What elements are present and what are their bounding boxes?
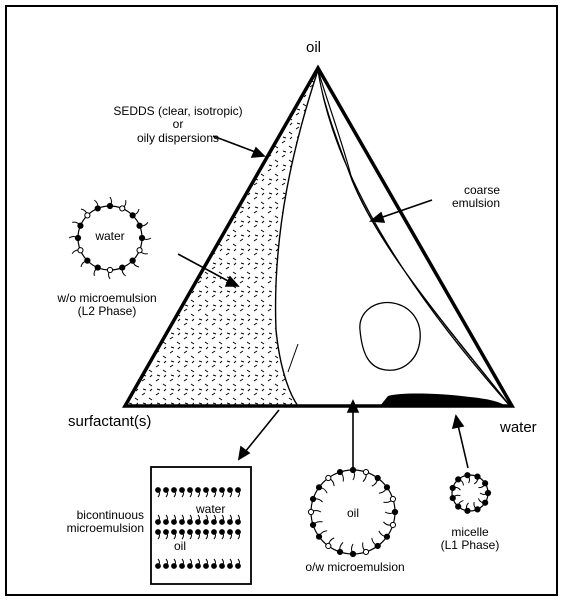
ternary-triangle — [121, 64, 516, 408]
figure-frame — [5, 5, 558, 596]
bicontinuous-label-line-1: bicontinuous — [76, 508, 144, 522]
arrow-sedds — [212, 135, 259, 154]
bicontinuous-layers — [155, 487, 241, 569]
sedds-label: SEDDS (clear, isotropic) or oily dispers… — [98, 104, 258, 145]
bicontinuous-tie-line — [287, 343, 299, 373]
arrow-ow-head — [346, 399, 360, 413]
bicontinuous-water-label: water — [196, 502, 226, 516]
arrow-coarse-head — [368, 211, 386, 223]
bilayer-row — [155, 529, 241, 540]
vertex-label-water: water — [500, 419, 537, 436]
ow-microemulsion-label: o/w microemulsion — [305, 560, 405, 574]
sedds-label-line-3: oily dispersions — [136, 130, 220, 145]
wo-microemulsion-label: w/o microemulsion (L2 Phase) — [42, 291, 172, 319]
arrow-wo-head — [224, 275, 240, 287]
arrow-bicontinuous-head — [237, 445, 251, 461]
arrow-micelle — [457, 424, 469, 469]
vertex-label-surfactant: surfactant(s) — [68, 413, 152, 430]
arrow-coarse — [379, 199, 433, 219]
sedds-label-line-1: SEDDS (clear, isotropic) — [113, 104, 243, 118]
arrow-sedds-head — [250, 146, 266, 158]
bicontinuous-oil-label: oil — [174, 539, 187, 553]
wo-microemulsion-label-line-1: w/o microemulsion — [57, 291, 157, 305]
bilayer-row — [155, 514, 241, 525]
ow-microemulsion-island — [359, 301, 421, 371]
micelle-structures — [68, 196, 492, 558]
arrow-bicontinuous — [244, 409, 280, 453]
arrow-wo — [177, 253, 231, 283]
emulsion-boundary-curve — [317, 69, 511, 407]
coarse-emulsion-label-line-2: emulsion — [451, 196, 500, 211]
micellar-region — [380, 393, 506, 406]
micelle-label-line-2: (L1 Phase) — [440, 538, 500, 553]
coarse-emulsion-label-line-1: coarse — [463, 183, 500, 197]
micelle-label-line-1: micelle — [451, 525, 489, 539]
bilayer-row — [155, 487, 241, 498]
micelle-label: micelle (L1 Phase) — [435, 525, 505, 553]
vertex-label-oil: oil — [306, 39, 322, 56]
wo-microemulsion-label-line-2: (L2 Phase) — [77, 304, 137, 319]
normal-micelle — [449, 472, 492, 514]
arrows — [177, 135, 469, 469]
arrow-micelle-head — [451, 414, 465, 430]
ow-droplet — [307, 466, 399, 558]
reverse-micelle-core-label: water — [95, 229, 125, 243]
bilayer-row — [155, 558, 241, 569]
sedds-label-line-2: or — [172, 117, 184, 132]
sedds-boundary-curve — [274, 69, 319, 407]
bicontinuous-label-line-2: microemulsion — [66, 521, 144, 536]
ow-core-label: oil — [346, 506, 359, 520]
bicontinuous-label: bicontinuous microemulsion — [40, 508, 144, 536]
reverse-micelle — [68, 196, 152, 280]
coarse-emulsion-label: coarse emulsion — [420, 183, 500, 211]
